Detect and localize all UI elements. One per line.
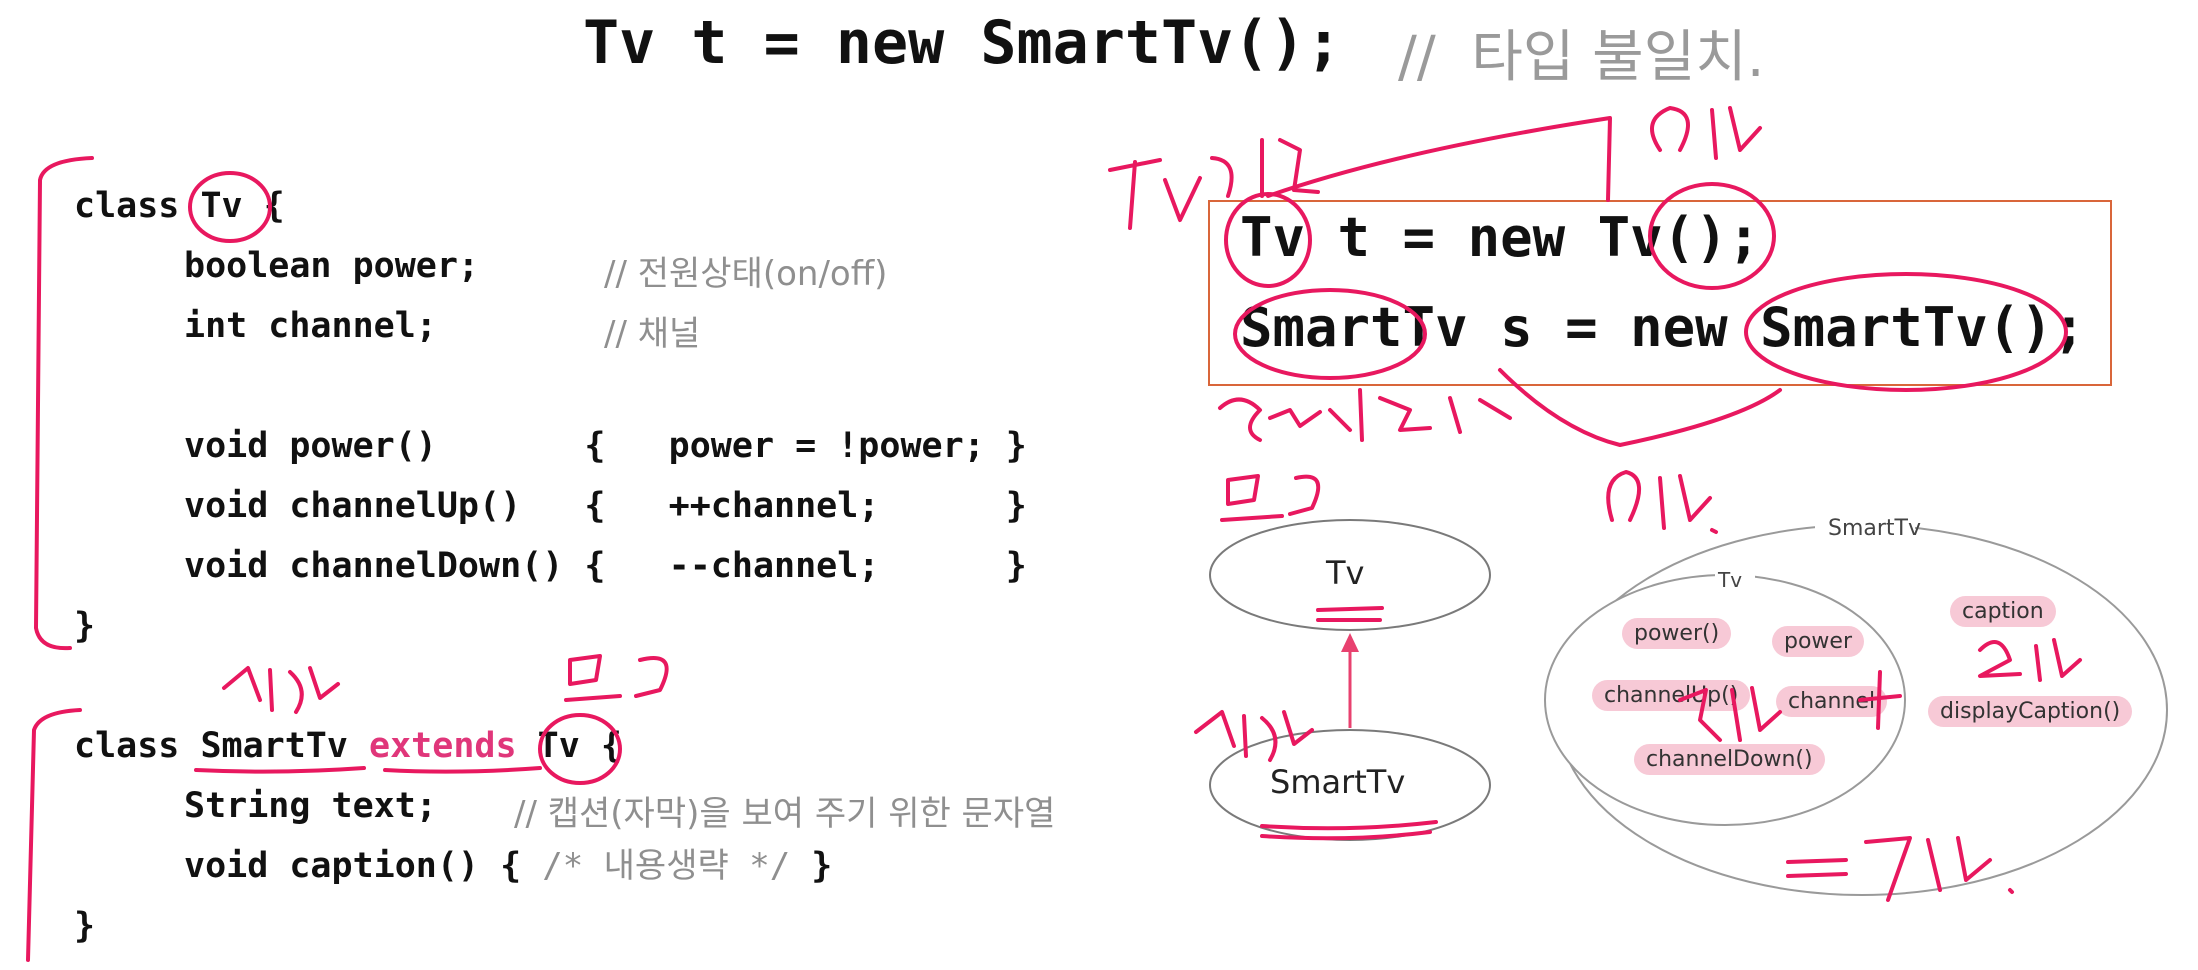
note-count-two xyxy=(1978,638,2082,682)
hierarchy-child-ellipse xyxy=(1209,729,1491,841)
hierarchy-parent-label: Tv xyxy=(1326,554,1365,592)
member-channel-field: channel xyxy=(1776,686,1888,717)
note-count-five xyxy=(1678,686,1782,742)
member-diagram-inner-label: Tv xyxy=(1718,568,1743,592)
outer-label-gap xyxy=(1815,515,1915,545)
note-total-seven xyxy=(1786,836,2014,902)
tv-method-power: void power() { power = !power; } xyxy=(184,426,1027,466)
underline-parent-tv xyxy=(1316,606,1384,622)
underline-child-smarttv xyxy=(1260,820,1438,841)
inner-label-gap xyxy=(1715,565,1755,595)
smarttv-method-caption: void caption() { /* 내용생략 */ } xyxy=(184,846,833,886)
hierarchy-arrow-head xyxy=(1341,633,1359,652)
circle-tv-name xyxy=(188,171,272,243)
circle-box-tv-right xyxy=(1648,182,1776,290)
circle-box-tv-left xyxy=(1224,192,1312,288)
tv-class-name: Tv xyxy=(200,186,243,226)
note-plus xyxy=(1858,670,1902,730)
tv-field-channel-comment: // 채널 xyxy=(604,314,701,354)
circle-box-smarttv-right xyxy=(1744,272,2068,392)
note-match-bottom xyxy=(1606,470,1718,534)
circle-parent-tv xyxy=(538,713,622,785)
bracket-tv-class xyxy=(34,156,94,651)
underline-smarttv-name xyxy=(194,766,366,774)
smarttv-method-caption-comment: /* 내용생략 */ xyxy=(542,846,791,886)
smarttv-field-text: String text; xyxy=(184,786,437,826)
link-tv-ref xyxy=(1266,116,1612,202)
title-code: Tv t = new SmartTv(); xyxy=(583,8,1342,78)
link-smarttv-ref xyxy=(1498,368,1782,447)
boxed-code-line-2: SmartTv s = new SmartTv(); xyxy=(1240,296,2086,359)
bracket-smarttv-class xyxy=(26,708,82,962)
boxed-code-line-1: Tv t = new Tv(); xyxy=(1240,206,1761,269)
boxed-code-frame xyxy=(1208,200,2112,386)
member-power-field: power xyxy=(1772,626,1864,657)
smarttv-class-header: class SmartTv extends Tv { xyxy=(74,726,622,766)
member-power-method: power() xyxy=(1622,618,1732,649)
member-channeldown-method: channelDown() xyxy=(1634,744,1825,775)
circle-box-smarttv-left xyxy=(1233,288,1427,380)
smarttv-field-text-comment: // 캡션(자막)을 보여 주기 위한 문자열 xyxy=(514,794,1056,834)
hierarchy-child-label: SmartTv xyxy=(1270,763,1406,801)
tv-field-channel: int channel; xyxy=(184,306,437,346)
member-displaycaption-method: displayCaption() xyxy=(1928,696,2133,727)
hierarchy-parent-ellipse xyxy=(1209,519,1491,631)
smarttv-class-close: } xyxy=(74,906,96,946)
smarttv-class-name: SmartTv xyxy=(200,726,348,766)
tv-method-channelup: void channelUp() { ++channel; } xyxy=(184,486,1027,526)
tv-class-close: } xyxy=(74,606,96,646)
note-match-top xyxy=(1650,106,1762,160)
note-tv-reference xyxy=(1108,138,1320,230)
note-parent-label xyxy=(1220,474,1321,522)
note-smarttv-reference xyxy=(1218,388,1512,442)
underline-extends xyxy=(383,766,542,774)
note-child-text xyxy=(222,666,340,714)
member-channelup-method: channelUp() xyxy=(1592,680,1751,711)
tv-field-power-comment: // 전원상태(on/off) xyxy=(604,254,888,294)
tv-field-power: boolean power; xyxy=(184,246,480,286)
tv-method-channeldown: void channelDown() { --channel; } xyxy=(184,546,1027,586)
note-parent-text xyxy=(564,654,669,702)
title-comment: // 타입 불일치. xyxy=(1398,25,1765,90)
extends-keyword: extends xyxy=(369,726,517,766)
member-diagram-outer-label: SmartTv xyxy=(1828,516,1922,541)
member-caption-field: caption xyxy=(1950,596,2056,627)
note-child-label xyxy=(1194,710,1314,762)
